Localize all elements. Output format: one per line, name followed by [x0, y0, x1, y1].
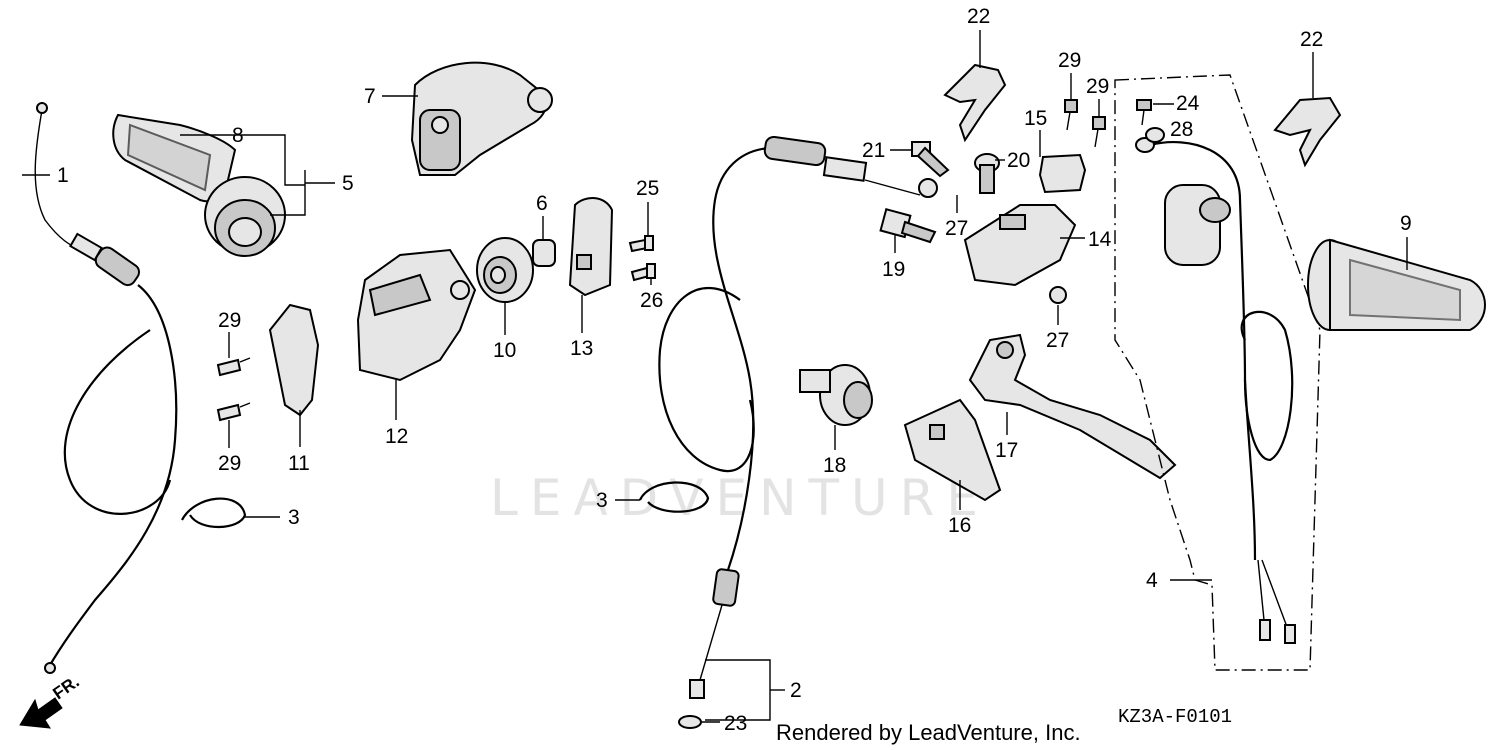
throttle-housing-upper[interactable] [410, 61, 553, 176]
cable-end-washer[interactable] [678, 715, 702, 729]
pivot-nut-upper[interactable] [918, 178, 938, 198]
callout-16: 16 [948, 514, 971, 537]
cable-clamp-left[interactable] [181, 497, 247, 529]
callout-18: 18 [823, 454, 846, 477]
callout-22-center: 22 [967, 5, 990, 28]
callout-24: 24 [1176, 92, 1200, 115]
callout-9: 9 [1400, 212, 1412, 235]
housing-clamp[interactable] [268, 303, 320, 417]
front-direction-arrow [19, 697, 63, 729]
housing-screw-lower[interactable] [216, 402, 251, 422]
callout-6: 6 [536, 192, 548, 215]
callout-11: 11 [288, 452, 310, 475]
callout-14: 14 [1088, 228, 1112, 251]
callout-8: 8 [232, 124, 244, 147]
throttle-grip[interactable] [112, 113, 286, 257]
lever-bracket[interactable] [963, 204, 1077, 287]
callout-29-left-top: 29 [218, 309, 241, 332]
switch-screw[interactable] [1136, 99, 1152, 126]
lever-adjust-screw[interactable] [974, 153, 1000, 194]
callout-20: 20 [1007, 149, 1030, 172]
throttle-housing-lower[interactable] [356, 248, 477, 382]
pivot-nut-lower[interactable] [1049, 286, 1067, 304]
callout-4: 4 [1146, 569, 1158, 592]
pulley-collar[interactable] [532, 239, 556, 267]
engine-stop-switch[interactable] [1135, 137, 1296, 644]
lever-pivot-bolt[interactable] [911, 141, 950, 178]
callout-21: 21 [862, 139, 885, 162]
cable-clamp-center[interactable] [638, 481, 710, 513]
adjuster-bolt[interactable] [879, 208, 937, 244]
handlebar-strap-center[interactable] [943, 63, 1007, 143]
callout-5: 5 [342, 172, 354, 195]
clamp-screw-right[interactable] [1092, 116, 1106, 148]
callout-28: 28 [1170, 118, 1193, 141]
callout-15: 15 [1024, 107, 1047, 130]
lever-holder-clamp[interactable] [1038, 153, 1087, 194]
clutch-lever[interactable] [968, 333, 1177, 480]
cover-screw-lower[interactable] [630, 263, 656, 282]
callout-26: 26 [640, 289, 663, 312]
cable-adjuster[interactable] [799, 364, 873, 426]
clutch-cable[interactable] [658, 135, 921, 699]
housing-cover[interactable] [568, 197, 614, 297]
callout-22-right: 22 [1300, 28, 1323, 51]
callout-12: 12 [385, 425, 408, 448]
watermark-text: LEADVENTURE [490, 469, 990, 527]
handlebar-strap-right[interactable] [1273, 96, 1342, 168]
cover-screw-upper[interactable] [628, 235, 654, 253]
throttle-pulley[interactable] [476, 237, 534, 303]
callout-27-lower: 27 [1046, 329, 1069, 352]
callout-13: 13 [570, 337, 593, 360]
callout-23: 23 [724, 712, 747, 735]
callout-3-left: 3 [288, 506, 300, 529]
callout-29-clamp-right: 29 [1086, 75, 1109, 98]
throttle-cable[interactable] [34, 102, 178, 674]
diagram-code: KZ3A-F0101 [1118, 706, 1232, 728]
stop-switch-outline [1114, 74, 1321, 671]
callout-29-clamp-left: 29 [1058, 49, 1081, 72]
lever-guard[interactable] [903, 398, 1002, 502]
callout-7: 7 [364, 85, 376, 108]
callout-2: 2 [790, 679, 802, 702]
callout-27-upper: 27 [945, 217, 968, 240]
callout-19: 19 [882, 258, 905, 281]
switch-washer[interactable] [1145, 127, 1165, 143]
callout-29-left-bottom: 29 [218, 452, 241, 475]
callout-17: 17 [995, 439, 1018, 462]
callout-3-center: 3 [596, 489, 608, 512]
callout-1: 1 [57, 164, 69, 187]
housing-screw-upper[interactable] [216, 357, 251, 377]
callout-25: 25 [636, 177, 659, 200]
callout-10: 10 [493, 339, 516, 362]
clamp-screw-left[interactable] [1064, 99, 1078, 131]
left-grip[interactable] [1307, 238, 1486, 331]
render-credit: Rendered by LeadVenture, Inc. [776, 720, 1081, 745]
